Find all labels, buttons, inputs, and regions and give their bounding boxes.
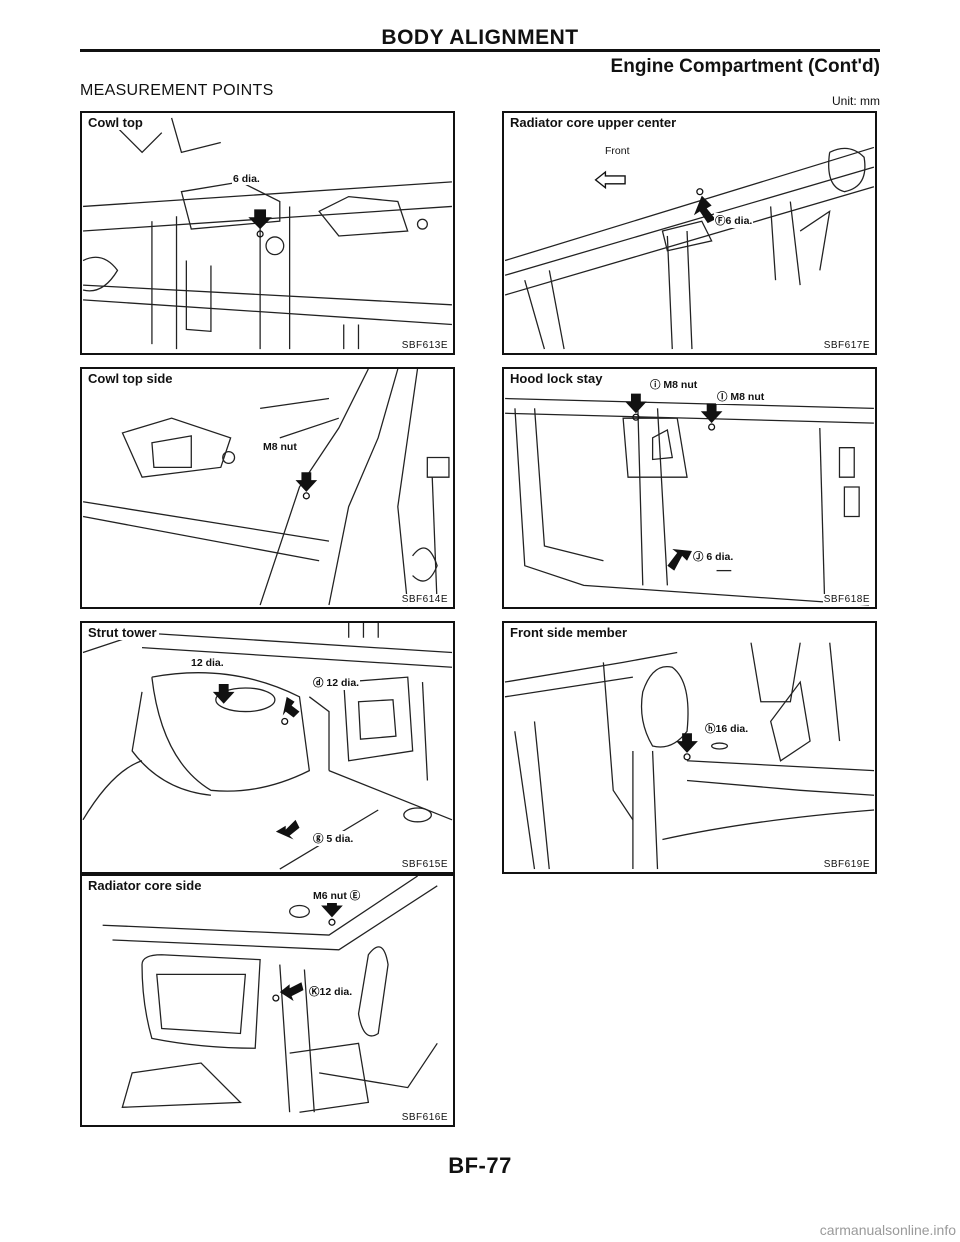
- panel-cowl-top: Cowl top 6 dia. SBF613E: [80, 111, 455, 355]
- measurement-label: Ⓘ M8 nut: [716, 389, 766, 404]
- front-direction-label: Front: [604, 145, 631, 157]
- measurement-label: Ⓕ6 dia.: [714, 213, 754, 228]
- radiator-core-side-illustration: [102, 876, 438, 1113]
- panel-strut-tower: Strut tower 12 dia. ⓓ 12 dia. ⓖ 5 dia. S…: [80, 621, 455, 874]
- page-subtitle: Engine Compartment (Cont'd): [610, 56, 880, 77]
- arrow-pointer-icon: [275, 819, 300, 840]
- panel-title: Hood lock stay: [508, 371, 605, 386]
- hood-lock-stay-illustration: [505, 393, 874, 606]
- measurement-label: ⓖ 5 dia.: [312, 831, 355, 846]
- arrow-pointer-icon: [295, 472, 318, 500]
- measurement-label: 6 dia.: [232, 173, 261, 185]
- cowl-top-side-illustration: [82, 369, 450, 606]
- arrow-pointer-icon: [676, 733, 698, 761]
- figure-code: SBF619E: [822, 859, 871, 870]
- arrow-pointer-icon: [321, 897, 343, 926]
- arrow-pointer-icon: [248, 209, 272, 238]
- panel-title: Front side member: [508, 625, 630, 640]
- watermark-text: carmanualsonline.info: [819, 1222, 956, 1238]
- header-rule: [80, 49, 880, 52]
- arrow-pointer-icon: [693, 188, 716, 224]
- unit-label: Unit: mm: [832, 94, 880, 108]
- page-number: BF-77: [448, 1153, 512, 1178]
- panel-title: Radiator core side: [86, 878, 204, 893]
- measurement-label: Ⓙ 6 dia.: [692, 549, 735, 564]
- panel-front-side-member: Front side member ⓗ16 dia. SBF619E: [502, 621, 877, 874]
- panel-title: Strut tower: [86, 625, 159, 640]
- figure-code: SBF617E: [822, 340, 871, 351]
- measurement-label: ⓓ 12 dia.: [312, 675, 361, 690]
- panel-cowl-top-side: Cowl top side M8 nut SBF614E: [80, 367, 455, 609]
- panel-title: Cowl top: [86, 115, 145, 130]
- panel-title: Cowl top side: [86, 371, 175, 386]
- measurement-label: M8 nut: [262, 441, 298, 453]
- section-heading: MEASUREMENT POINTS: [80, 82, 274, 99]
- measurement-label: M6 nut Ⓔ: [312, 888, 362, 903]
- figure-code: SBF616E: [400, 1112, 449, 1123]
- strut-tower-illustration: [82, 623, 453, 870]
- figure-code: SBF618E: [822, 594, 871, 605]
- measurement-label: Ⓚ12 dia.: [308, 984, 354, 999]
- panel-hood-lock-stay: Hood lock stay ⓘ M8 nut Ⓘ M8 nut Ⓙ 6 dia…: [502, 367, 877, 609]
- measurement-label: ⓘ M8 nut: [649, 377, 699, 392]
- front-arrow-icon: [594, 170, 626, 190]
- cowl-top-illustration: [82, 117, 452, 350]
- measurement-label: ⓗ16 dia.: [704, 721, 750, 736]
- arrow-pointer-icon: [281, 696, 300, 726]
- arrow-pointer-icon: [700, 403, 723, 431]
- arrow-pointer-icon: [625, 393, 647, 421]
- figure-code: SBF615E: [400, 859, 449, 870]
- arrow-pointer-icon: [272, 982, 304, 1002]
- arrow-pointer-icon: [212, 684, 235, 704]
- measurement-label: 12 dia.: [190, 657, 225, 669]
- panel-title: Radiator core upper center: [508, 115, 679, 130]
- figure-code: SBF614E: [400, 594, 449, 605]
- radiator-core-upper-center-illustration: [504, 146, 875, 350]
- page-title: BODY ALIGNMENT: [381, 26, 579, 49]
- arrow-pointer-icon: [667, 548, 692, 571]
- panel-radiator-core-side: Radiator core side M6 nut Ⓔ Ⓚ12 dia. SBF…: [80, 874, 455, 1127]
- panel-radiator-core-upper-center: Radiator core upper center Front Ⓕ6 dia.…: [502, 111, 877, 355]
- front-side-member-illustration: [504, 642, 875, 870]
- figure-code: SBF613E: [400, 340, 449, 351]
